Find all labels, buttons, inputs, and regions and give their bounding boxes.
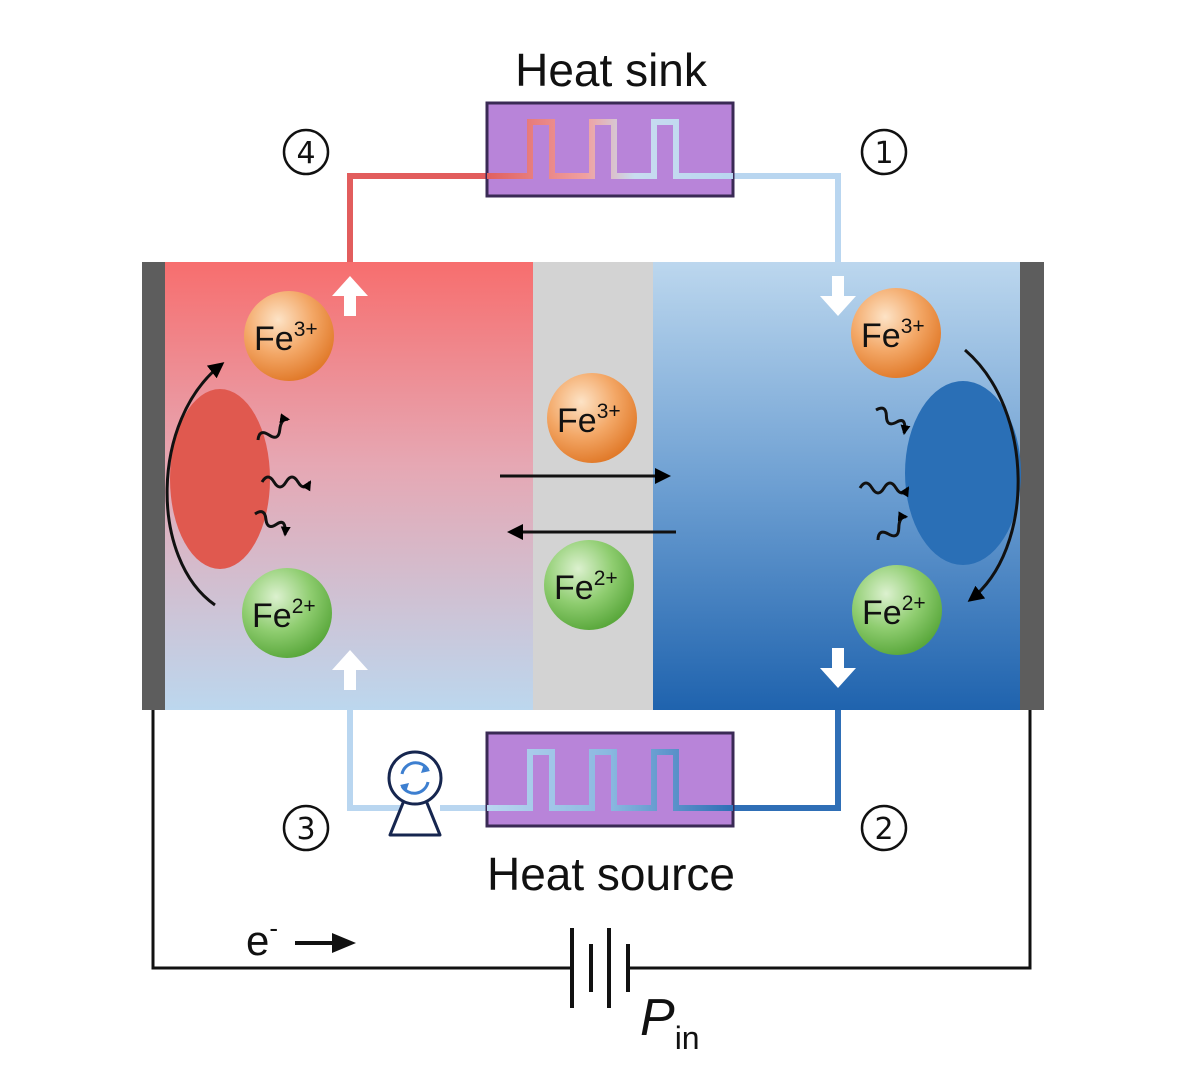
- heat-source-exchanger: [485, 731, 735, 828]
- heat-source-coil: [487, 749, 733, 811]
- flow-down-arrow: [820, 276, 856, 316]
- electron-label: e-: [246, 913, 278, 964]
- fe3-ion-left: Fe3+: [244, 291, 334, 381]
- right-electrode: [1020, 262, 1044, 710]
- power-subscript: in: [675, 1020, 700, 1056]
- cold-outlet-pipe: [720, 710, 841, 811]
- bottom-flow-loop: [347, 710, 841, 811]
- power-symbol: P: [640, 989, 675, 1047]
- electron-charge: -: [269, 913, 278, 943]
- heat-absorb-blob: [170, 389, 270, 569]
- svg-text:Fe2+: Fe2+: [862, 592, 926, 632]
- svg-text:Fe3+: Fe3+: [254, 318, 318, 358]
- heat-source-label: Heat source: [487, 848, 735, 900]
- pump-icon: [387, 750, 443, 837]
- heat-sink-coil: [487, 119, 733, 179]
- warm-return-pipe: [347, 710, 405, 811]
- circuit-wire: [628, 710, 1032, 970]
- heat-sink-exchanger: [485, 101, 735, 198]
- fe2-ion-membrane: Fe2+: [544, 540, 634, 630]
- svg-text:1: 1: [874, 136, 893, 171]
- external-circuit: [151, 710, 1032, 970]
- flow-down-arrow: [820, 648, 856, 688]
- svg-text:Fe3+: Fe3+: [861, 315, 925, 355]
- svg-text:Fe3+: Fe3+: [557, 400, 621, 440]
- left-electrode: [142, 262, 165, 710]
- flow-up-arrow: [332, 650, 368, 690]
- svg-text:Fe2+: Fe2+: [252, 595, 316, 635]
- step-3: 3: [282, 804, 330, 852]
- fe2-ion-right: Fe2+: [852, 565, 942, 655]
- power-label: Pin: [640, 989, 700, 1056]
- heat-wave-arrows-right: [858, 406, 911, 541]
- circuit-wire: [151, 710, 572, 970]
- heat-sink-label: Heat sink: [515, 44, 708, 96]
- step-2: 2: [860, 804, 908, 852]
- membrane: [533, 262, 653, 710]
- cold-supply-pipe: [730, 173, 841, 262]
- heat-release-blob: [905, 381, 1021, 565]
- flow-up-arrow: [332, 276, 368, 316]
- svg-text:Fe2+: Fe2+: [554, 567, 618, 607]
- heat-wave-arrows-left: [254, 413, 312, 537]
- reaction-arrow-left: [165, 362, 225, 607]
- battery-icon: [570, 928, 630, 1008]
- hot-return-pipe: [347, 173, 505, 262]
- electron-flow-arrowhead: [332, 933, 356, 953]
- electron-symbol: e: [246, 917, 269, 964]
- fe3-ion-membrane: Fe3+: [547, 373, 637, 463]
- flow-arrows: [332, 276, 856, 690]
- svg-text:2: 2: [874, 812, 893, 847]
- step-4: 4: [282, 128, 330, 176]
- svg-text:4: 4: [296, 136, 315, 171]
- svg-text:3: 3: [296, 812, 315, 847]
- fe2-ion-left: Fe2+: [242, 568, 332, 658]
- step-1: 1: [860, 128, 908, 176]
- reaction-arrow-right: [964, 348, 1020, 602]
- top-flow-loop: [347, 173, 841, 262]
- fe3-ion-right: Fe3+: [851, 288, 941, 378]
